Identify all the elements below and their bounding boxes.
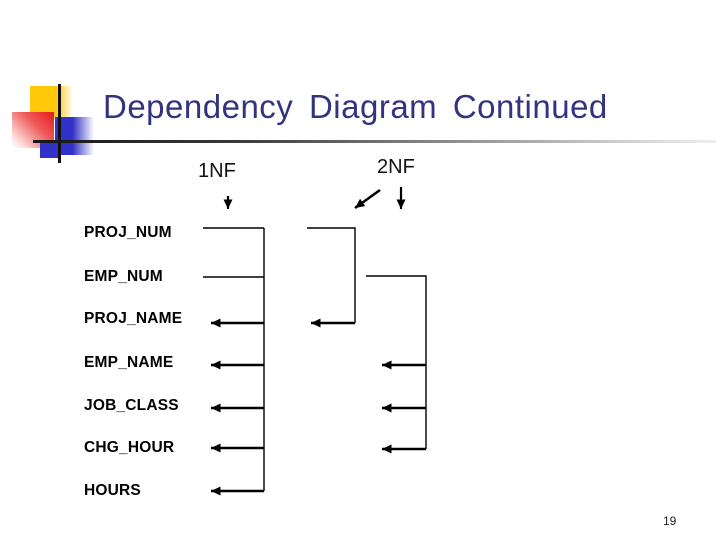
attribute-label-proj-num: PROJ_NUM: [84, 224, 172, 241]
label-2nf: 2NF: [377, 156, 415, 178]
attribute-label-hours: HOURS: [84, 482, 141, 499]
title-divider-line: [33, 140, 716, 143]
group-2nf-proj-connectors: [307, 227, 356, 323]
attribute-label-job-class: JOB_CLASS: [84, 397, 179, 414]
nf-pointer-arrows: [223, 187, 406, 210]
arrow-2nf-diagonal-icon: [354, 188, 381, 210]
label-1nf: 1NF: [198, 160, 236, 182]
group-1nf-connectors: [203, 227, 265, 491]
logo-blue-square: [55, 117, 94, 155]
attribute-label-chg-hour: CHG_HOUR: [84, 439, 175, 456]
attribute-label-emp-num: EMP_NUM: [84, 268, 163, 285]
page-number: 19: [663, 514, 677, 528]
logo-vertical-line: [58, 84, 61, 163]
group-2nf-emp-arrows: [382, 360, 426, 454]
group-1nf-arrows: [211, 318, 264, 496]
group-2nf-emp-connectors: [366, 275, 427, 449]
logo-blue-small-square: [40, 143, 58, 158]
group2-elbow: [307, 227, 356, 323]
slide-title: Dependency Diagram Continued: [103, 88, 608, 125]
attribute-label-proj-name: PROJ_NAME: [84, 310, 183, 327]
group3-elbow: [366, 275, 427, 449]
attribute-label-emp-name: EMP_NAME: [84, 354, 174, 371]
